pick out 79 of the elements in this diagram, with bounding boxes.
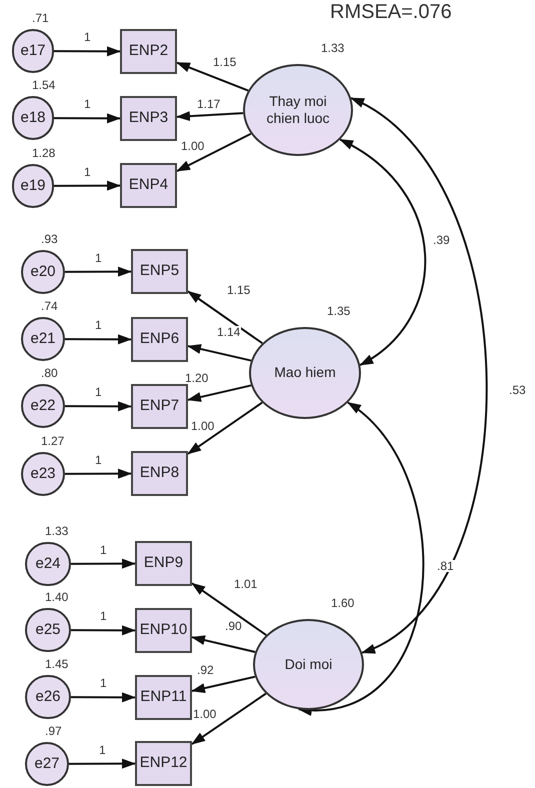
path-arrow bbox=[187, 344, 252, 362]
variance-label: 1.28 bbox=[32, 147, 56, 159]
path-arrow bbox=[191, 676, 256, 693]
indicator-box: ENP2 bbox=[120, 29, 177, 74]
covariance-arrow bbox=[350, 97, 488, 654]
path-arrow bbox=[71, 558, 136, 569]
path-arrow bbox=[65, 266, 132, 277]
edge-label: 1 bbox=[98, 677, 108, 690]
path-arrow bbox=[69, 758, 136, 769]
edge-label: 1.20 bbox=[184, 372, 210, 384]
edge-label: 1.00 bbox=[190, 420, 216, 432]
edge-label: 1.00 bbox=[192, 708, 218, 720]
edge-label: .90 bbox=[224, 620, 243, 632]
indicator-box: ENP11 bbox=[135, 675, 192, 720]
variance-label: 1.27 bbox=[41, 435, 64, 447]
edge-label: 1 bbox=[82, 98, 92, 110]
path-arrow bbox=[65, 401, 132, 412]
variance-label: 1.60 bbox=[331, 597, 354, 609]
indicator-box: ENP4 bbox=[120, 163, 177, 208]
latent-variable-ellipse: Mao hiem bbox=[249, 327, 361, 419]
edge-label: 1 bbox=[82, 31, 92, 44]
path-arrow bbox=[71, 692, 136, 702]
covariance-arrow bbox=[339, 138, 426, 366]
edge-label: 1 bbox=[94, 386, 103, 398]
edge-label: 1 bbox=[94, 454, 103, 466]
variance-label: .93 bbox=[41, 233, 58, 245]
indicator-box: ENP8 bbox=[131, 451, 188, 496]
path-arrow bbox=[54, 180, 121, 191]
edge-label: 1.15 bbox=[212, 56, 238, 68]
edge-label: 1.01 bbox=[233, 578, 258, 590]
edge-label: .81 bbox=[436, 560, 455, 572]
variance-label: 1.45 bbox=[45, 658, 68, 670]
path-arrow bbox=[187, 290, 263, 344]
indicator-box: ENP6 bbox=[131, 317, 188, 362]
path-arrow bbox=[187, 384, 252, 402]
path-arrow bbox=[65, 334, 132, 344]
edge-label: 1.14 bbox=[216, 326, 242, 338]
indicator-box: ENP7 bbox=[131, 384, 188, 429]
edge-label: 1.15 bbox=[226, 284, 252, 296]
variance-label: 1.35 bbox=[327, 305, 350, 317]
path-arrow bbox=[65, 468, 132, 479]
path-arrow bbox=[176, 111, 244, 122]
variance-label: 1.33 bbox=[45, 525, 68, 537]
indicator-box: ENP5 bbox=[131, 249, 188, 294]
indicator-box: ENP10 bbox=[135, 608, 192, 653]
indicator-box: ENP9 bbox=[135, 541, 192, 586]
edge-label: .39 bbox=[432, 234, 451, 246]
variance-label: .71 bbox=[32, 12, 49, 24]
path-arrow bbox=[191, 582, 267, 636]
variance-label: 1.40 bbox=[45, 591, 68, 603]
latent-variable-ellipse: Doi moi bbox=[253, 619, 364, 710]
edge-label: 1.00 bbox=[180, 140, 206, 152]
path-arrow bbox=[191, 635, 256, 653]
edge-label: 1 bbox=[98, 744, 107, 756]
variance-label: .97 bbox=[45, 725, 62, 737]
edge-label: 1 bbox=[98, 544, 108, 556]
variance-label: .80 bbox=[41, 367, 58, 379]
path-arrow bbox=[176, 132, 252, 172]
path-arrow bbox=[54, 113, 121, 124]
path-arrow bbox=[176, 62, 249, 92]
edge-label: 1 bbox=[82, 166, 92, 178]
edge-label: 1.17 bbox=[196, 98, 222, 110]
edge-label: .53 bbox=[508, 384, 527, 396]
path-arrow bbox=[191, 692, 266, 745]
path-arrow bbox=[54, 46, 121, 56]
edge-label: .92 bbox=[196, 664, 215, 676]
edge-label: 1 bbox=[94, 252, 103, 264]
indicator-box: ENP12 bbox=[135, 741, 192, 786]
variance-label: 1.33 bbox=[321, 42, 344, 54]
path-arrow bbox=[187, 402, 263, 455]
covariance-arrow bbox=[298, 402, 424, 714]
edge-label: 1 bbox=[94, 319, 103, 332]
indicator-box: ENP3 bbox=[120, 96, 177, 141]
fit-index-text: RMSEA=.076 bbox=[330, 2, 452, 22]
variance-label: 1.54 bbox=[32, 79, 56, 91]
edge-label: 1 bbox=[98, 610, 108, 622]
latent-variable-ellipse: Thay moi chien luoc bbox=[243, 64, 353, 156]
variance-label: .74 bbox=[41, 300, 58, 312]
path-arrow bbox=[71, 625, 136, 636]
